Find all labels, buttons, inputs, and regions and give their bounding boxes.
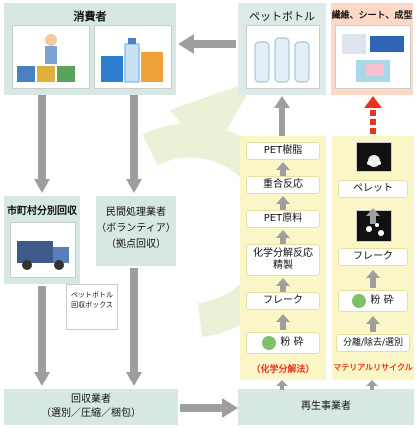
collector-line1: 回収業者 <box>71 394 111 405</box>
pellet-image <box>356 142 392 172</box>
material-crush-label: 粉 砕 <box>370 295 394 306</box>
material-step-sort: 分離/除去/選別 <box>336 334 410 352</box>
private-box: 民間処理業者 （ボランティア） （拠点回収） <box>96 196 176 266</box>
bottles-image <box>94 25 172 89</box>
consumer-box: 消費者 <box>4 3 176 95</box>
chem-step-flake: フレーク <box>246 292 320 310</box>
material-up-arrows <box>366 208 380 332</box>
consumer-label: 消費者 <box>73 10 107 23</box>
chem-up-arrows <box>276 162 290 330</box>
recycler-box: 再生事業者 <box>238 389 414 425</box>
private-line3: （拠点回収） <box>106 239 166 250</box>
collector-box: 回収業者 （選別／圧縮／梱包） <box>4 389 178 425</box>
arrow-recycler-to-material <box>366 380 378 390</box>
chem-step-crush: 粉 砕 <box>246 332 320 354</box>
arrow-consumer-to-municipal <box>34 95 50 193</box>
chemical-panel: PET樹脂 重合反応 PET原料 化学分解反応 精製 フレーク 粉 砕 （化学分… <box>240 136 326 380</box>
material-step-flake: フレーク <box>338 248 408 266</box>
arrow-chemical-to-pet-bottle <box>274 96 290 136</box>
pet-bottles-image <box>246 25 320 89</box>
pet-bottle-box: ペットボトル <box>238 3 326 95</box>
recycle-mark-icon <box>262 336 277 350</box>
chem-step-pet-resin: PET樹脂 <box>246 142 320 160</box>
collector-line2: （選別／圧縮／梱包） <box>41 408 141 419</box>
material-method-label: マテリアルリサイクル <box>333 363 413 372</box>
chem-step-decompose: 化学分解反応 精製 <box>246 244 320 276</box>
arrow-to-consumer <box>178 34 236 54</box>
arrow-to-recycler <box>180 398 238 418</box>
consumer-sorting-image <box>12 25 90 89</box>
chemical-method-label: （化学分解法） <box>251 365 315 375</box>
chem-step-polymerization: 重合反応 <box>246 176 320 194</box>
red-arrow-to-products <box>364 96 382 134</box>
recycle-mark-icon-2 <box>352 294 367 308</box>
collection-box-line1: ペットボトル <box>71 291 113 299</box>
chem-decompose-line1: 化学分解反応 <box>253 248 313 259</box>
chem-crush-label: 粉 砕 <box>280 337 304 348</box>
private-line2: （ボランティア） <box>96 223 176 234</box>
products-box: 繊維、シート、成型 <box>331 3 413 95</box>
arrow-recycler-to-chemical <box>276 380 288 390</box>
municipal-label: 市町村分別回収 <box>7 206 77 217</box>
collection-truck-image <box>10 222 76 278</box>
private-line1: 民間処理業者 <box>106 207 166 218</box>
pet-bottle-label: ペットボトル <box>249 10 315 23</box>
chem-decompose-line2: 精製 <box>273 260 293 271</box>
material-step-crush: 粉 砕 <box>338 290 408 312</box>
collection-box-line2: 回収ボックス <box>71 301 113 309</box>
collection-box-image: ペットボトル 回収ボックス <box>66 284 118 330</box>
municipal-box: 市町村分別回収 <box>4 196 80 284</box>
chem-step-pet-raw: PET原料 <box>246 210 320 228</box>
arrow-consumer-to-private <box>126 95 142 193</box>
recycler-label: 再生事業者 <box>301 401 351 412</box>
products-image <box>335 25 411 89</box>
material-step-pellet: ペレット <box>338 180 408 198</box>
products-label: 繊維、シート、成型 <box>331 11 413 21</box>
arrow-private-to-collector <box>126 268 142 386</box>
material-panel: ペレット フレーク 粉 砕 分離/除去/選別 マテリアルリサイクル <box>332 136 414 380</box>
arrow-municipal-to-collector <box>34 286 50 386</box>
